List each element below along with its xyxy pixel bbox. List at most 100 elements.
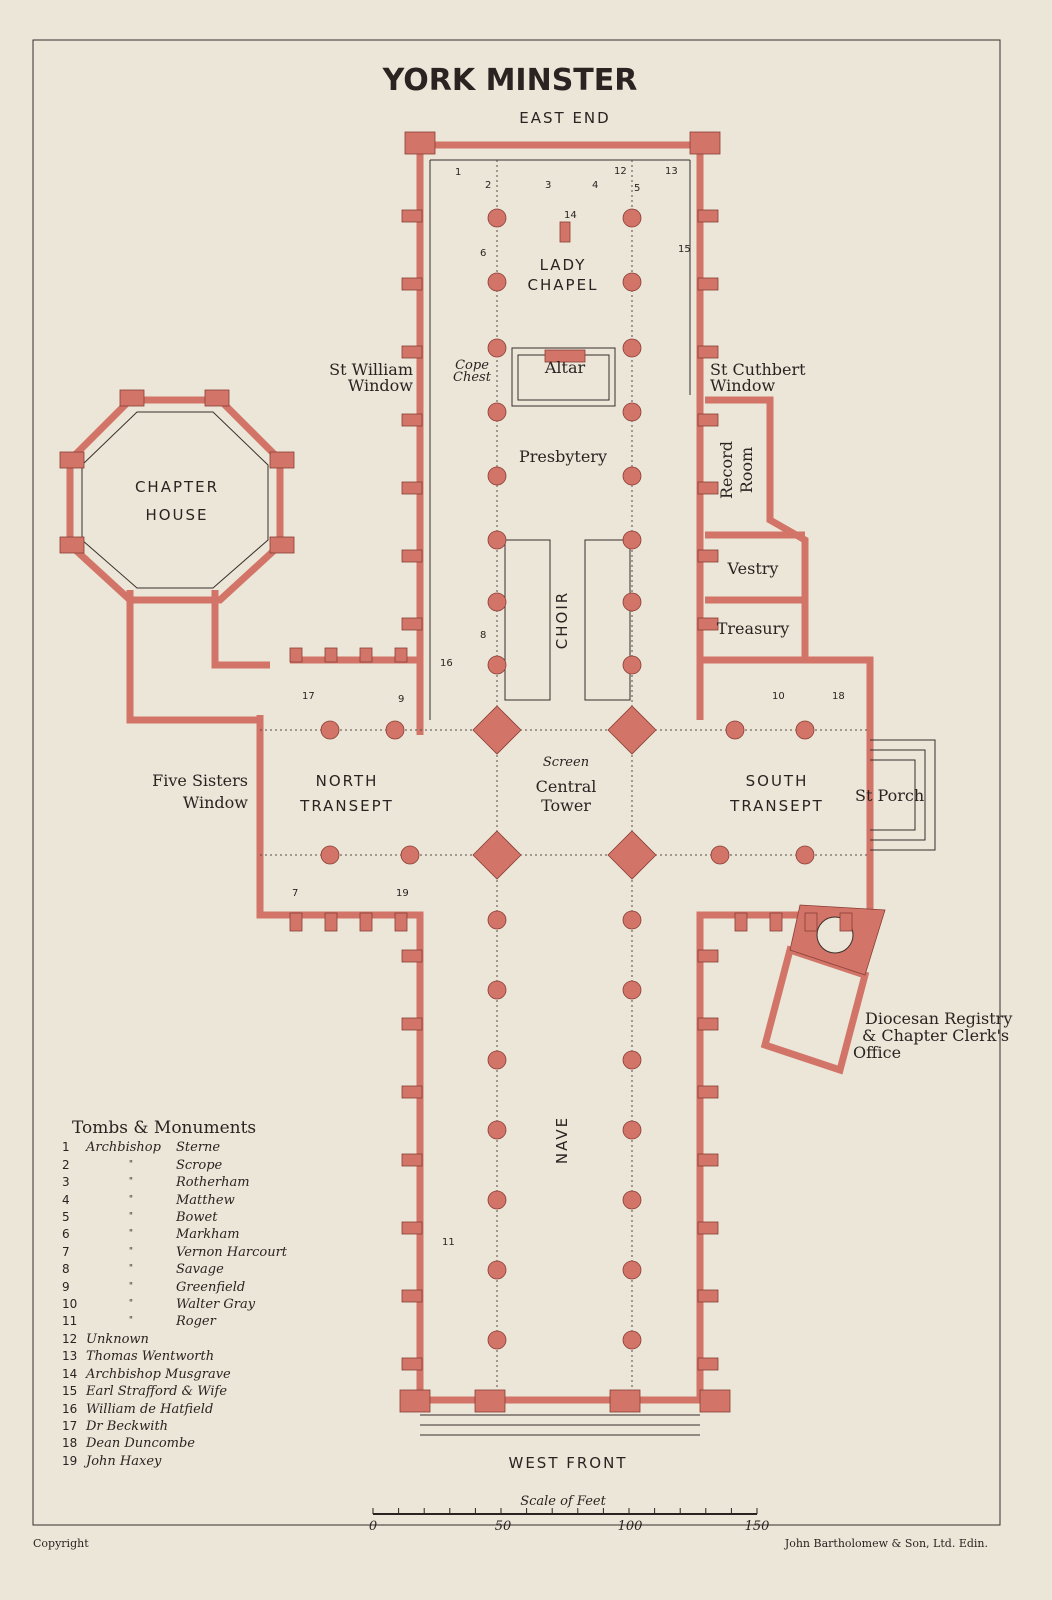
st-cuthbert-window-label: St Cuthbert <box>710 360 806 379</box>
pier <box>487 338 507 358</box>
legend-name: Dr Beckwith <box>86 1418 169 1434</box>
north-transept-label-2: TRANSEPT <box>299 797 394 815</box>
buttress <box>401 1153 423 1167</box>
crossing-pier <box>607 705 657 755</box>
lady-chapel-label: LADY <box>540 256 587 274</box>
legend-number: 2 <box>62 1157 70 1172</box>
pier <box>622 655 642 675</box>
buttress <box>697 1085 719 1099</box>
buttress <box>401 209 423 223</box>
publisher-imprint: John Bartholomew & Son, Ltd. Edin. <box>784 1537 988 1550</box>
scale-title: Scale of Feet <box>520 1494 606 1509</box>
pier <box>622 208 642 228</box>
crossing-pier <box>607 830 657 880</box>
buttress <box>609 1389 641 1413</box>
pier <box>622 338 642 358</box>
south-transept-label-2: TRANSEPT <box>729 797 824 815</box>
legend-number: 19 <box>62 1453 78 1468</box>
legend-number: 6 <box>62 1227 70 1242</box>
pier <box>487 910 507 930</box>
legend-name: Walter Gray <box>176 1297 256 1313</box>
buttress <box>401 345 423 359</box>
buttress <box>689 131 721 155</box>
legend-number: 3 <box>62 1175 70 1190</box>
scale-label: 50 <box>495 1519 512 1534</box>
legend-name: Bowet <box>176 1210 218 1226</box>
legend-name: Unknown <box>86 1331 149 1347</box>
buttress <box>401 413 423 427</box>
north-transept-label: NORTH <box>316 772 379 790</box>
legend-ditto: " <box>128 1194 134 1205</box>
pier <box>622 592 642 612</box>
buttress <box>324 647 338 663</box>
legend-name: Sterne <box>176 1140 221 1156</box>
buttress <box>697 549 719 563</box>
legend-name: Greenfield <box>176 1279 246 1295</box>
west-front-label: WEST FRONT <box>508 1454 627 1472</box>
tomb-number-6: 6 <box>480 248 486 259</box>
screen-label: Screen <box>543 755 589 770</box>
pier <box>400 845 420 865</box>
legend-name: Earl Strafford & Wife <box>86 1384 228 1400</box>
st-cuthbert-window-label-2: Window <box>710 376 775 395</box>
buttress <box>394 912 408 932</box>
buttress <box>401 1017 423 1031</box>
legend-number: 14 <box>62 1366 78 1381</box>
buttress <box>269 536 295 554</box>
map-frame <box>32 39 1001 1526</box>
legend-title: Tombs & Monuments <box>72 1118 257 1138</box>
tomb-number-18: 18 <box>832 691 845 702</box>
legend-item: 10"Walter Gray <box>62 1296 287 1313</box>
pier <box>795 720 815 740</box>
scale-label: 150 <box>745 1519 770 1534</box>
chapter-house-label-2: HOUSE <box>145 506 208 524</box>
buttress <box>289 912 303 932</box>
tomb-number-4: 4 <box>592 180 598 191</box>
st-porch-label: St Porch <box>855 786 924 805</box>
pier <box>725 720 745 740</box>
pier <box>487 402 507 422</box>
buttress <box>59 536 85 554</box>
legend-item: 17 Dr Beckwith <box>62 1418 287 1435</box>
legend-name: Thomas Wentworth <box>86 1349 215 1365</box>
pier <box>487 530 507 550</box>
pier <box>710 845 730 865</box>
legend-number: 4 <box>62 1192 70 1207</box>
pier <box>320 845 340 865</box>
central-tower-label: Central <box>536 777 597 796</box>
buttress <box>119 389 145 407</box>
buttress <box>399 1389 431 1413</box>
pier <box>622 1120 642 1140</box>
buttress <box>697 617 719 631</box>
pier <box>622 466 642 486</box>
buttress <box>401 549 423 563</box>
legend-ditto: " <box>128 1264 134 1275</box>
buttress <box>401 1221 423 1235</box>
buttress <box>804 912 818 932</box>
pier <box>795 845 815 865</box>
buttress <box>394 647 408 663</box>
buttress <box>699 1389 731 1413</box>
south-transept-label: SOUTH <box>746 772 809 790</box>
buttress <box>401 481 423 495</box>
record-room-label: Record <box>717 441 736 499</box>
pier <box>487 655 507 675</box>
tomb-number-7: 7 <box>292 888 298 899</box>
buttress <box>324 912 338 932</box>
legend-number: 17 <box>62 1418 78 1433</box>
lady-chapel-label-2: CHAPEL <box>528 276 599 294</box>
buttress <box>404 131 436 155</box>
legend-number: 1 <box>62 1140 70 1155</box>
buttress <box>59 451 85 469</box>
pier <box>487 1330 507 1350</box>
legend-name: Savage <box>176 1262 224 1278</box>
buttress <box>697 413 719 427</box>
crossing-pier <box>472 705 522 755</box>
legend-name: Scrope <box>176 1157 223 1173</box>
legend-name: Matthew <box>176 1192 235 1208</box>
